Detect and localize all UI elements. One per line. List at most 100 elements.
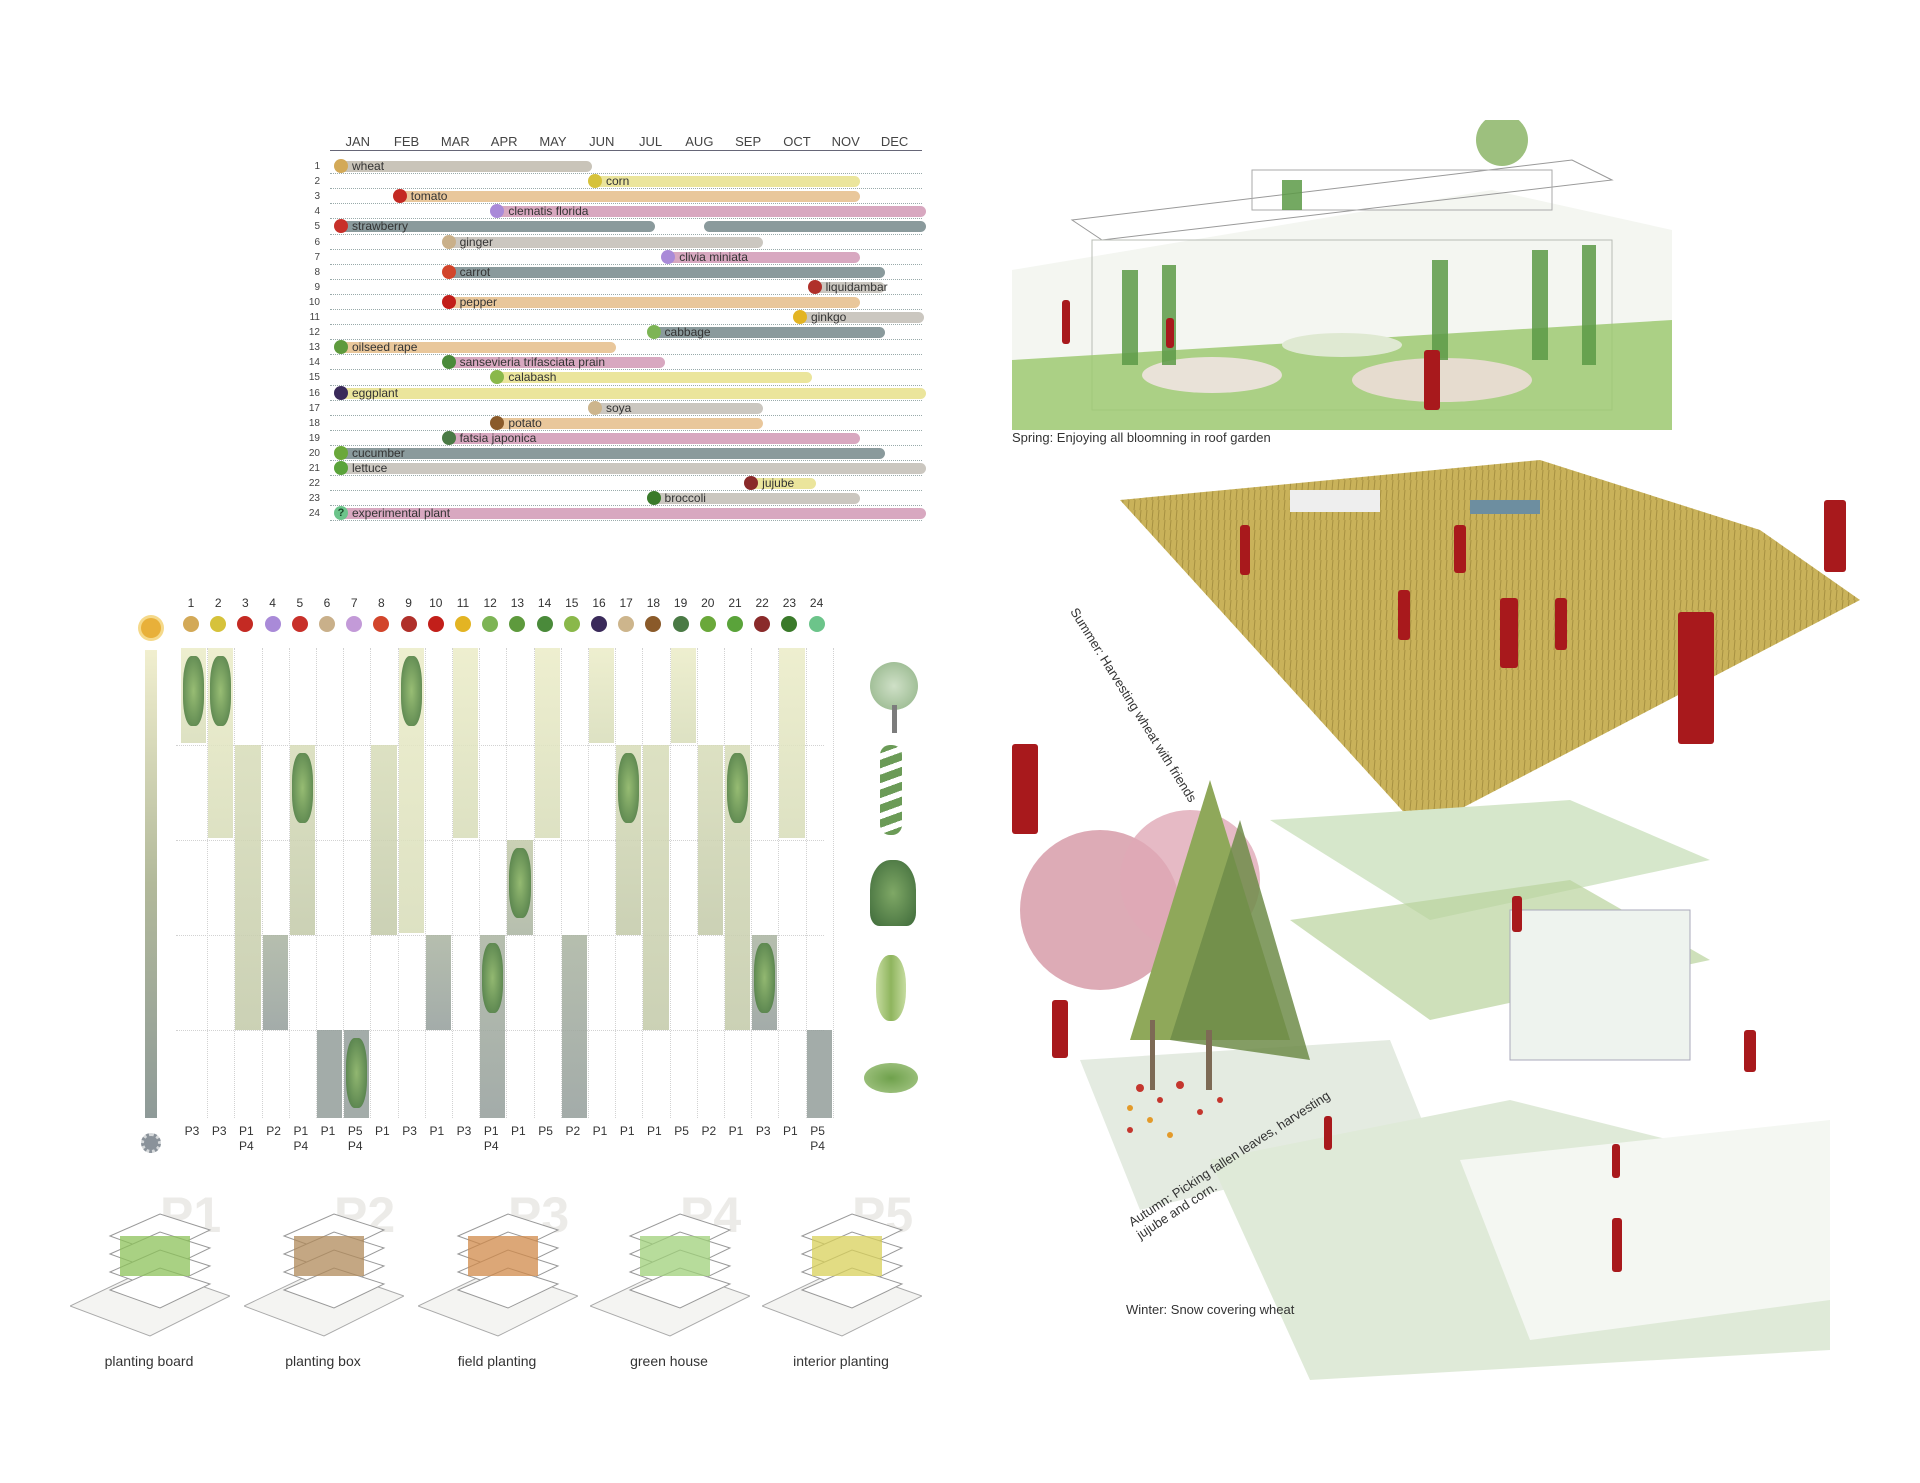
row-number: 12 bbox=[308, 327, 320, 339]
plant-season-bar bbox=[338, 342, 617, 354]
jujube-icon bbox=[744, 476, 759, 491]
column-guide bbox=[343, 648, 345, 1118]
plant-season-bar bbox=[592, 402, 763, 414]
plant-icon bbox=[400, 616, 417, 632]
plant-icon bbox=[455, 616, 471, 632]
row-number: 3 bbox=[314, 191, 320, 203]
plant-icon bbox=[210, 616, 227, 632]
plant-season-bar bbox=[445, 236, 763, 248]
person-figure bbox=[1424, 350, 1440, 410]
plant-label: oilseed rape bbox=[352, 340, 418, 355]
column-guide bbox=[533, 648, 535, 1118]
row-number: 15 bbox=[308, 372, 320, 384]
question-icon: ? bbox=[334, 506, 348, 521]
column-guide bbox=[588, 648, 589, 1118]
planting-type-diagram bbox=[244, 1213, 404, 1337]
column-guide bbox=[479, 648, 481, 1118]
growth-range-cell bbox=[670, 648, 696, 743]
plant-label: lettuce bbox=[352, 461, 388, 475]
plant-label: wheat bbox=[352, 159, 385, 173]
planting-code-item: P1 bbox=[293, 1124, 309, 1138]
column-guide bbox=[506, 648, 508, 1118]
row-guide bbox=[330, 429, 922, 431]
column-guide bbox=[832, 648, 834, 1118]
planting-code: P5 bbox=[669, 1124, 695, 1139]
growth-range-cell bbox=[317, 1030, 343, 1118]
column-number: 10 bbox=[429, 596, 443, 610]
pepper-icon bbox=[441, 294, 456, 309]
plant-label: corn bbox=[606, 174, 630, 189]
cucumber-icon bbox=[334, 445, 348, 460]
row-guide bbox=[330, 384, 922, 386]
planting-code-item: P3 bbox=[402, 1124, 417, 1138]
month-label: SEP bbox=[735, 134, 762, 149]
planting-code-item: P2 bbox=[701, 1124, 717, 1138]
plant-label: calabash bbox=[508, 370, 557, 385]
plant-label: tomato bbox=[410, 189, 448, 204]
row-guide bbox=[330, 293, 922, 295]
plant-season-bar bbox=[445, 296, 861, 308]
row-number: 7 bbox=[314, 251, 320, 263]
plant-label: clivia miniata bbox=[679, 249, 748, 264]
planting-code-item: P5 bbox=[810, 1124, 825, 1138]
plant-silhouette bbox=[618, 753, 640, 823]
growth-range-cell bbox=[643, 745, 669, 1030]
plant-silhouette bbox=[210, 656, 232, 726]
gradient-scale-bar bbox=[145, 650, 157, 1118]
plant-label: jujube bbox=[762, 476, 795, 491]
planting-type-label: planting box bbox=[285, 1353, 361, 1369]
column-number: 8 bbox=[378, 596, 385, 610]
column-number: 15 bbox=[565, 596, 579, 610]
plant-icon bbox=[319, 616, 335, 632]
plant-label: strawberry bbox=[352, 219, 409, 234]
plant-label: soya bbox=[606, 400, 632, 415]
plant-silhouette bbox=[727, 753, 749, 823]
planting-code-item: P3 bbox=[456, 1124, 472, 1138]
column-number: 5 bbox=[296, 596, 304, 610]
plant-icon bbox=[536, 616, 553, 632]
planting-type-diagram bbox=[70, 1213, 230, 1337]
row-number: 21 bbox=[308, 463, 320, 474]
person-figure bbox=[1052, 1000, 1068, 1058]
planting-code-item: P5 bbox=[674, 1124, 689, 1138]
carrot-icon bbox=[441, 264, 456, 279]
planting-code-item: P2 bbox=[565, 1124, 581, 1138]
row-number: 19 bbox=[308, 432, 320, 444]
row-number: 11 bbox=[309, 312, 320, 323]
person-figure bbox=[1012, 744, 1038, 834]
cabbage-icon bbox=[646, 325, 661, 340]
month-label: FEB bbox=[393, 134, 420, 149]
column-number: 1 bbox=[187, 596, 195, 610]
row-guide bbox=[330, 188, 922, 190]
plant-season-bar bbox=[445, 266, 885, 278]
planting-code-item: P5 bbox=[538, 1124, 553, 1138]
plant-icon bbox=[291, 616, 308, 632]
growth-range-cell bbox=[262, 935, 288, 1030]
column-number: 16 bbox=[592, 596, 606, 610]
planting-code-item: P1 bbox=[239, 1124, 254, 1138]
plant-label: carrot bbox=[459, 264, 491, 279]
column-guide bbox=[234, 648, 236, 1118]
winter-caption: Winter: Snow covering wheat bbox=[1126, 1302, 1295, 1317]
growth-range-cell bbox=[561, 935, 587, 1118]
month-label: NOV bbox=[831, 134, 860, 149]
calendar-header-rule bbox=[330, 150, 922, 151]
row-guide bbox=[330, 173, 922, 175]
row-number: 10 bbox=[308, 296, 320, 308]
planting-code-item: P4 bbox=[293, 1139, 309, 1153]
broccoli-icon bbox=[646, 491, 661, 506]
planting-code: P3 bbox=[750, 1124, 776, 1139]
column-number: 19 bbox=[673, 596, 688, 610]
column-number: 11 bbox=[456, 596, 470, 610]
soya-icon bbox=[588, 400, 602, 415]
plant-season-bar bbox=[445, 432, 861, 444]
plant-season-bar bbox=[811, 281, 885, 293]
row-guide bbox=[176, 745, 824, 746]
autumn-winter-illustration bbox=[1020, 780, 1830, 1380]
person-figure bbox=[1555, 598, 1567, 650]
plant-icon bbox=[618, 616, 635, 632]
column-guide bbox=[288, 648, 290, 1118]
row-number: 24 bbox=[308, 508, 320, 520]
growth-range-cell bbox=[371, 745, 397, 935]
